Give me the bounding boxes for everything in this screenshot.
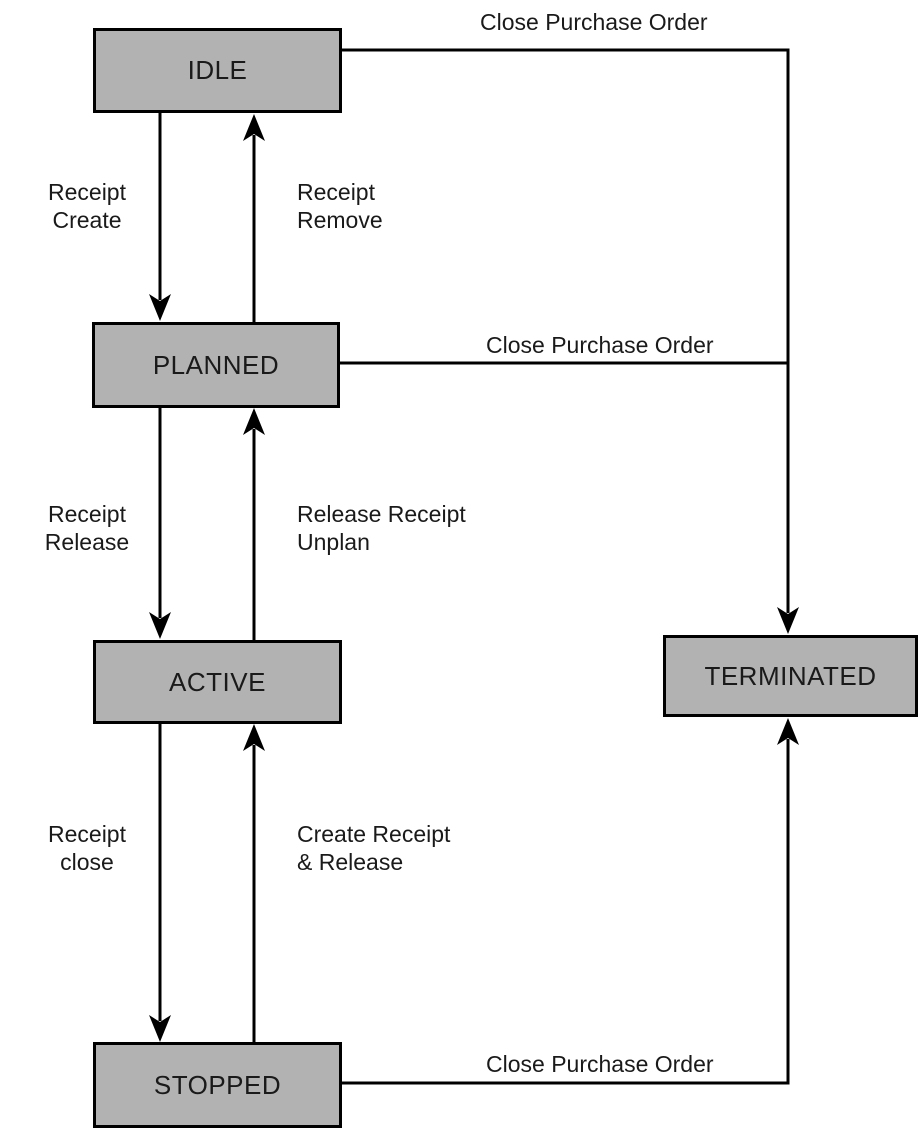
- state-terminated: TERMINATED: [663, 635, 918, 717]
- transition-label-close-purchase-order-planned: Close Purchase Order: [486, 332, 714, 358]
- arrow-idle-to-planned: [149, 113, 171, 321]
- state-idle: IDLE: [93, 28, 342, 113]
- transition-label-close-purchase-order-idle: Close Purchase Order: [480, 9, 708, 35]
- transition-label-close-purchase-order-stopped: Close Purchase Order: [486, 1051, 714, 1077]
- state-planned: PLANNED: [92, 322, 340, 408]
- transition-label-release-receipt-unplan: Release Receipt Unplan: [297, 501, 466, 555]
- arrow-planned-to-active: [149, 408, 171, 639]
- transition-label-receipt-create: Receipt Create: [48, 179, 126, 233]
- state-stopped: STOPPED: [93, 1042, 342, 1128]
- arrow-idle-to-terminated: [342, 48, 799, 634]
- transition-label-receipt-remove: Receipt Remove: [297, 179, 383, 233]
- transition-label-create-receipt-release: Create Receipt & Release: [297, 821, 451, 875]
- arrow-active-to-stopped: [149, 724, 171, 1042]
- transition-label-receipt-release: Receipt Release: [44, 501, 130, 555]
- arrow-stopped-to-active: [243, 724, 265, 1042]
- arrow-stopped-to-terminated: [342, 718, 799, 1085]
- transition-label-receipt-close: Receipt close: [48, 821, 126, 875]
- state-active: ACTIVE: [93, 640, 342, 724]
